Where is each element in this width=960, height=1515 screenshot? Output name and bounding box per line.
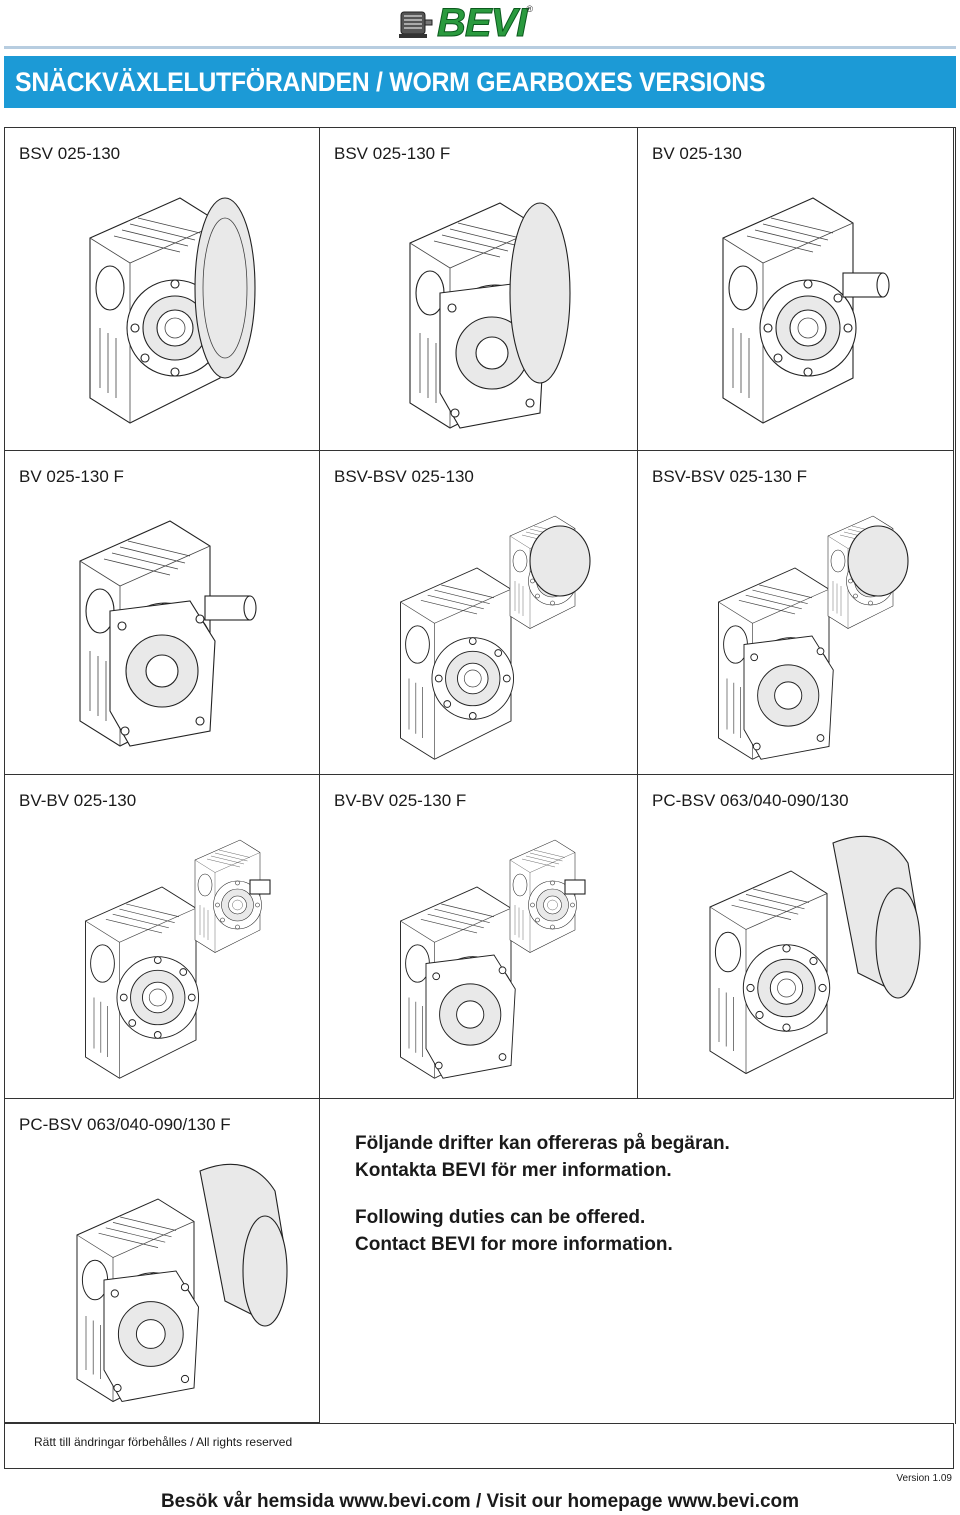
homepage-link[interactable]: Besök vår hemsida www.bevi.com / Visit o… xyxy=(160,1491,800,1512)
version-number: Version 1.09 xyxy=(896,1473,952,1484)
motor-logo-icon xyxy=(399,11,433,38)
version-label: BSV-BSV 025-130 xyxy=(334,467,474,486)
version-cell: BSV 025-130 F xyxy=(320,127,638,451)
registered-mark: ® xyxy=(526,4,533,14)
logo-wordmark: BEVI xyxy=(436,1,527,45)
helical-worm-gearbox-f-icon xyxy=(50,1163,288,1416)
version-label: BV-BV 025-130 F xyxy=(334,791,467,810)
version-label: BSV-BSV 025-130 F xyxy=(652,467,807,486)
double-worm-gearbox-f-icon xyxy=(693,515,909,766)
double-worm-gearbox-shaft-icon xyxy=(85,839,271,1079)
double-worm-gearbox-shaft-f-icon xyxy=(375,839,586,1085)
worm-gearbox-flange-f-icon xyxy=(380,202,571,443)
version-cell: BSV-BSV 025-130 F xyxy=(638,451,954,775)
version-cell: BV-BV 025-130 xyxy=(4,775,320,1099)
worm-gearbox-shaft-f-icon xyxy=(50,501,257,761)
worm-gearbox-shaft-icon xyxy=(722,197,890,424)
version-cell: PC-BSV 063/040-090/130 F xyxy=(4,1099,320,1423)
version-label: PC-BSV 063/040-090/130 F xyxy=(19,1115,231,1134)
version-label: BV 025-130 F xyxy=(19,467,124,486)
version-cell: BV-BV 025-130 F xyxy=(320,775,638,1099)
title-band: SNÄCKVÄXLELUTFÖRANDEN / WORM GEARBOXES V… xyxy=(4,56,956,108)
double-worm-gearbox-icon xyxy=(400,515,591,760)
note-sv-line1: Följande drifter kan offereras på begära… xyxy=(355,1133,730,1154)
version-cell: BV 025-130 F xyxy=(4,451,320,775)
version-label: BV 025-130 xyxy=(652,144,742,163)
header-rule xyxy=(4,46,956,49)
version-label: BSV 025-130 F xyxy=(334,144,451,163)
version-cell: BSV 025-130 xyxy=(4,127,320,451)
note-en-line1: Following duties can be offered. xyxy=(355,1207,646,1228)
rights-notice: Rätt till ändringar förbehålles / All ri… xyxy=(34,1435,293,1449)
availability-note: Följande drifter kan offereras på begära… xyxy=(355,1130,730,1258)
bevi-logo: BEVI ® xyxy=(397,2,557,44)
version-label: BSV 025-130 xyxy=(19,144,121,163)
version-label: PC-BSV 063/040-090/130 xyxy=(652,791,849,810)
version-cell: PC-BSV 063/040-090/130 xyxy=(638,775,954,1099)
note-sv-line2: Kontakta BEVI för mer information. xyxy=(355,1160,672,1181)
helical-worm-gearbox-icon xyxy=(709,835,921,1074)
version-label: BV-BV 025-130 xyxy=(19,791,137,810)
worm-gearbox-flange-icon xyxy=(89,197,256,424)
page-title: SNÄCKVÄXLELUTFÖRANDEN / WORM GEARBOXES V… xyxy=(15,66,766,97)
version-cell: BSV-BSV 025-130 xyxy=(320,451,638,775)
footer-box xyxy=(4,1423,954,1469)
note-en-line2: Contact BEVI for more information. xyxy=(355,1234,673,1255)
version-cell: BV 025-130 xyxy=(638,127,954,451)
